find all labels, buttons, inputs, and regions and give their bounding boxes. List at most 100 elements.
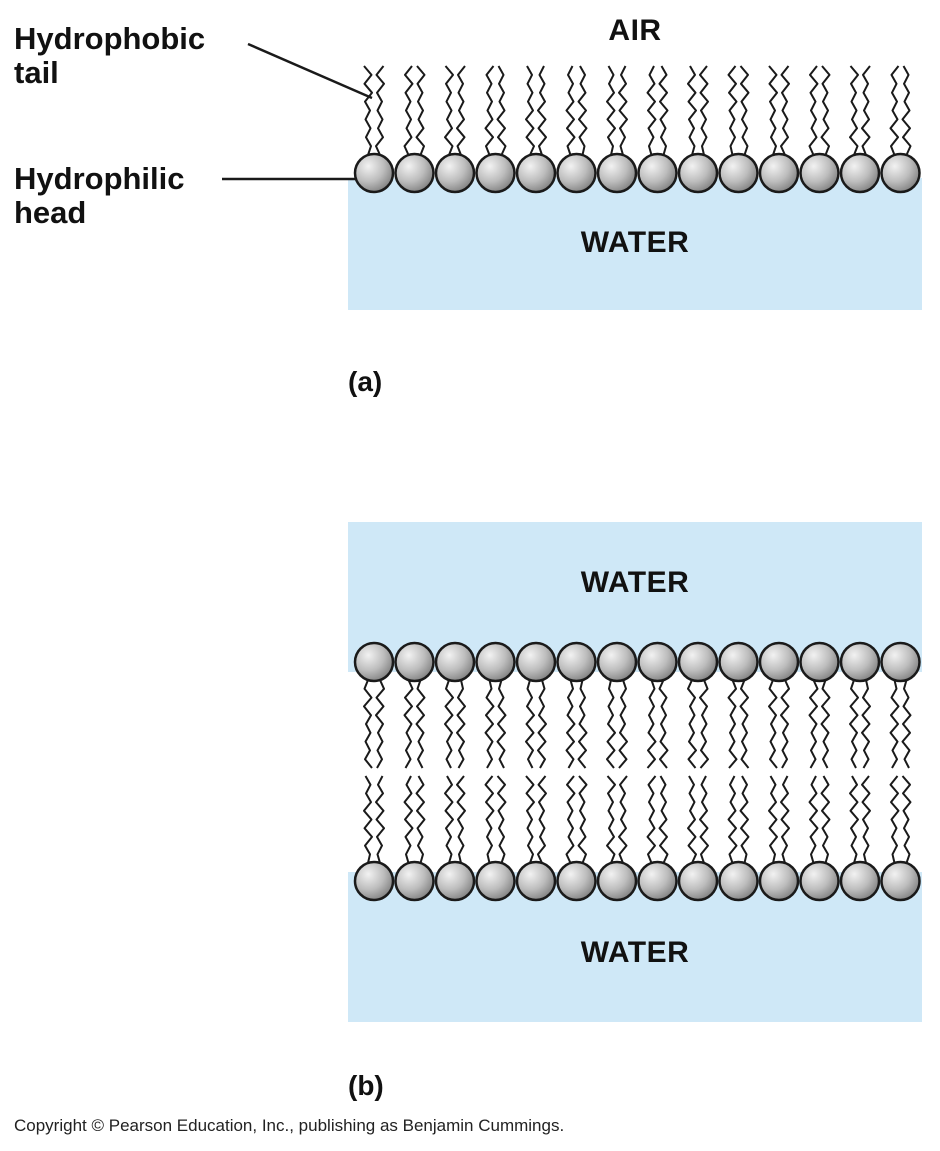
hydrophobic-tail-label-line2: tail — [14, 55, 59, 90]
monolayer-a-head — [677, 152, 719, 194]
monolayer-a-head — [758, 152, 800, 194]
bilayer-b-lower-head — [556, 860, 597, 902]
monolayer-a-tail — [727, 65, 738, 156]
monolayer-a-tail — [444, 65, 454, 156]
bilayer-b-lower-tail — [658, 775, 669, 864]
monolayer-a-tail — [739, 65, 750, 156]
bilayer-b-lower-head — [353, 860, 395, 902]
bilayer-b-lower-tail — [606, 775, 616, 864]
bilayer-b-upper-tail — [375, 679, 385, 769]
bilayer-b-lower-tail — [456, 775, 466, 864]
bilayer-b-lower-tail — [820, 775, 831, 864]
bilayer-b-upper-head — [353, 641, 395, 683]
bilayer-b-lower-tail — [375, 775, 385, 864]
bilayer-b-lower-tail — [739, 775, 750, 864]
bilayer-b-upper-tail — [808, 679, 819, 769]
bilayer-b-upper-head — [515, 641, 557, 683]
bilayer-b-upper-tail — [901, 679, 912, 769]
monolayer-a-tail — [618, 65, 628, 156]
bilayer-b-upper-tail — [618, 679, 628, 769]
bilayer-b-lower-tail — [415, 775, 426, 864]
monolayer-a-tail — [537, 65, 547, 156]
bilayer-b-lower-tail — [808, 775, 819, 864]
monolayer-a-tail — [375, 65, 385, 156]
bilayer-b-upper-tail — [484, 679, 495, 769]
bilayer-b-lower-tail — [768, 775, 778, 864]
bilayer-b-lower-tail — [525, 775, 535, 864]
bilayer-b-upper-head — [758, 641, 800, 683]
bilayer-b-lower-tail — [727, 775, 738, 864]
monolayer-a-head — [394, 152, 435, 194]
monolayer-a-tail — [699, 65, 709, 156]
monolayer-a-tail — [849, 65, 859, 156]
monolayer-a-tail — [496, 65, 507, 156]
bilayer-b-lower-tail — [444, 775, 454, 864]
hydrophobic-tails — [363, 65, 912, 864]
hydrophilic-head-label-line1: Hydrophilic — [14, 161, 185, 196]
bilayer-b-lower-tail — [618, 775, 628, 864]
bilayer-b-lower-head — [394, 860, 435, 902]
monolayer-a-head — [799, 152, 840, 194]
bilayer-b-upper-tail — [444, 679, 454, 769]
bilayer-b-lower-head — [718, 860, 759, 902]
bilayer-b-upper-tail — [606, 679, 616, 769]
bilayer-b-upper-tail — [889, 679, 900, 769]
bilayer-b-upper-tail — [565, 679, 576, 769]
bilayer-b-upper-tail — [537, 679, 547, 769]
bilayer-b-upper-tail — [861, 679, 871, 769]
bilayer-b-upper-head — [839, 641, 881, 683]
bilayer-b-upper-tail — [403, 679, 414, 769]
monolayer-a-head — [637, 152, 678, 194]
monolayer-a-tail — [403, 65, 414, 156]
bilayer-b-upper-tail — [820, 679, 831, 769]
monolayer-a-tail — [658, 65, 669, 156]
monolayer-a-tail — [861, 65, 871, 156]
bilayer-b-lower-tail — [861, 775, 871, 864]
bilayer-b-lower-head — [475, 860, 516, 902]
water-region-a — [348, 178, 922, 310]
hydrophobic-tail-label: Hydrophobic tail — [14, 22, 205, 90]
bilayer-b-lower-tail — [496, 775, 507, 864]
bilayer-b-upper-tail — [415, 679, 426, 769]
bilayer-b-upper-tail — [496, 679, 507, 769]
bilayer-b-lower-head — [637, 860, 678, 902]
bilayer-b-upper-head — [637, 641, 678, 683]
monolayer-a-tail — [565, 65, 576, 156]
bilayer-b-lower-head — [515, 860, 557, 902]
bilayer-b-upper-head — [799, 641, 840, 683]
bilayer-b-upper-tail — [849, 679, 859, 769]
copyright-notice: Copyright © Pearson Education, Inc., pub… — [14, 1116, 565, 1135]
monolayer-a-tail — [484, 65, 495, 156]
bilayer-b-upper-tail — [768, 679, 778, 769]
hydrophobic-tail-label-line1: Hydrophobic — [14, 21, 206, 56]
monolayer-a-tail — [820, 65, 831, 156]
monolayer-a-head — [556, 152, 597, 194]
hydrophilic-head-label-line2: head — [14, 195, 87, 230]
panel-a-top-medium: AIR — [608, 14, 662, 47]
tail-leader-line — [247, 42, 373, 100]
bilayer-b-lower-tail — [577, 775, 588, 864]
monolayer-a-tail — [363, 65, 373, 156]
monolayer-a-head — [475, 152, 516, 194]
monolayer-a-head — [596, 152, 638, 194]
monolayer-a-head — [718, 152, 759, 194]
panel-a-caption: (a) — [348, 366, 383, 397]
monolayer-a-tail — [901, 65, 912, 156]
bilayer-b-lower-head — [596, 860, 638, 902]
bilayer-b-upper-tail — [780, 679, 790, 769]
bilayer-b-upper-head — [394, 641, 435, 683]
bilayer-b-upper-head — [434, 641, 476, 683]
monolayer-a-tail — [646, 65, 657, 156]
monolayer-a-tail — [577, 65, 588, 156]
bilayer-b-upper-head — [556, 641, 597, 683]
bilayer-b-upper-head — [596, 641, 638, 683]
hydrophilic-heads — [353, 152, 921, 902]
monolayer-a-head — [880, 152, 921, 194]
bilayer-b-lower-tail — [565, 775, 576, 864]
bilayer-b-upper-tail — [456, 679, 466, 769]
bilayer-b-upper-head — [880, 641, 921, 683]
bilayer-b-upper-tail — [646, 679, 657, 769]
monolayer-a-tail — [525, 65, 535, 156]
panel-b-bottom-medium: WATER — [580, 936, 690, 969]
bilayer-b-lower-tail — [537, 775, 547, 864]
